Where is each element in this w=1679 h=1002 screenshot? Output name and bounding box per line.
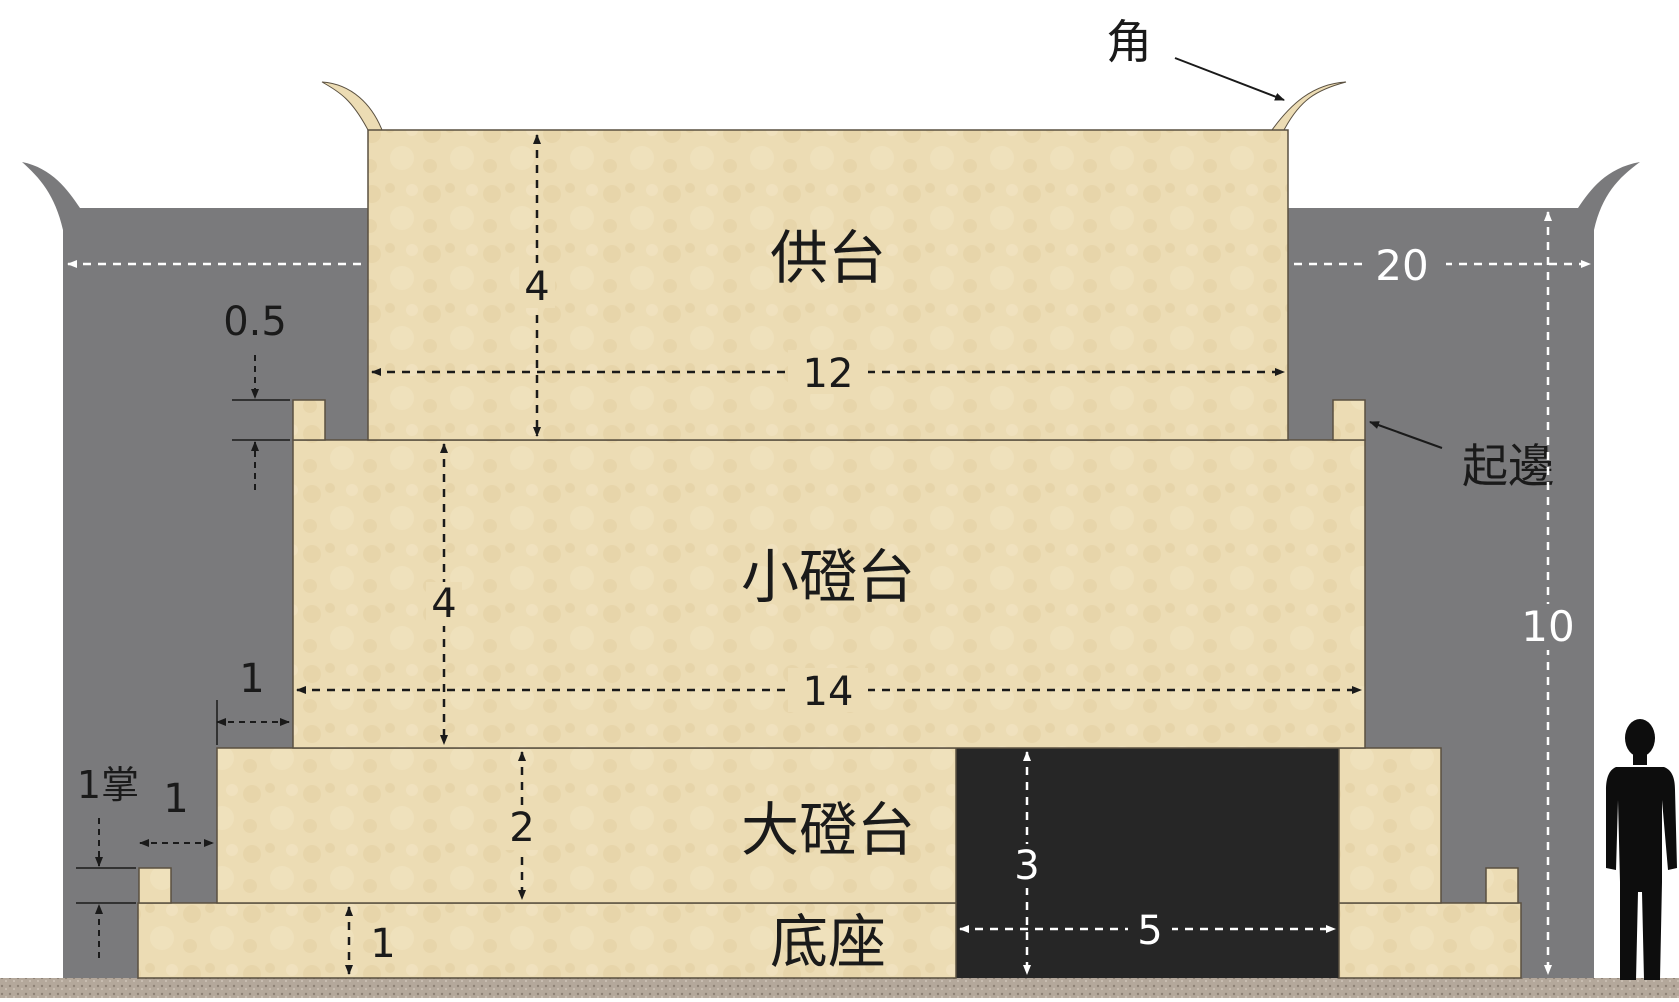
total-width-value: 20 [1375, 241, 1428, 290]
ground [0, 978, 1679, 998]
horn-label: 角 [1106, 15, 1152, 69]
human-silhouette-icon [1606, 719, 1677, 980]
ramp-width-value: 5 [1137, 908, 1162, 954]
large-setback-value: 1 [163, 776, 188, 822]
raised-edge-label: 起邊 [1462, 439, 1554, 493]
background-right-horn-icon [1578, 162, 1640, 230]
raised-edge-pointer-arrow [1369, 421, 1443, 449]
top-right-horn-icon [1271, 81, 1347, 131]
large-ledge-tier [216, 747, 1442, 904]
base-height-value: 1 [370, 921, 395, 967]
top-left-horn-icon [321, 81, 383, 131]
large-height-value: 2 [509, 805, 534, 851]
base-tier [137, 867, 1522, 979]
total-height-value: 10 [1521, 602, 1574, 651]
small-raised-edge-left [292, 399, 326, 441]
base-label: 底座 [770, 908, 886, 976]
offering-table-label: 供台 [770, 224, 886, 292]
horn-pointer-arrow [1174, 57, 1285, 101]
small-height-value: 4 [431, 581, 456, 627]
ramp-height-value: 3 [1014, 843, 1039, 889]
small-width-value: 14 [803, 669, 854, 715]
small-raised-edge-right [1332, 399, 1366, 441]
edge-height-value: 0.5 [223, 299, 287, 345]
base-raised-edge-right [1485, 867, 1519, 904]
small-ledge-label: 小磴台 [741, 543, 915, 611]
small-setback-value: 1 [239, 656, 264, 702]
palm-value: 1掌 [77, 763, 139, 807]
background-left-horn-icon [22, 162, 80, 230]
offering-width-value: 12 [803, 351, 854, 397]
base-raised-edge-left [138, 867, 172, 904]
large-ledge-label: 大磴台 [741, 796, 915, 864]
offering-height-value: 4 [524, 264, 549, 310]
